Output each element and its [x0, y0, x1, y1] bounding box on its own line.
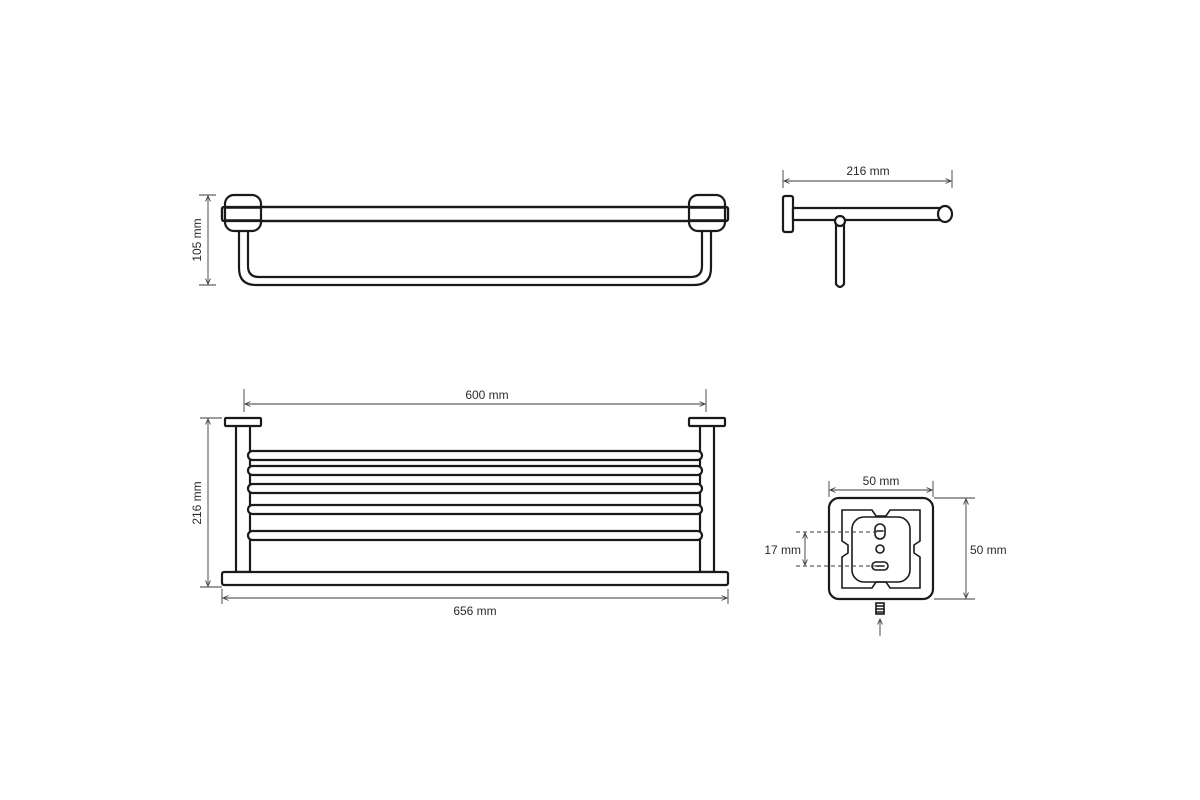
dimension-mount-height-label: 50 mm	[970, 543, 1007, 557]
side-view	[781, 194, 954, 289]
mount-detail-plate	[827, 496, 935, 601]
front-view	[220, 193, 730, 287]
front-view-shelf-rail	[220, 205, 730, 223]
mount-detail-top-slot	[874, 523, 886, 540]
dimension-top-depth: 216 mm	[190, 417, 222, 588]
dimension-mount-hole-spacing: 17 mm	[764, 531, 878, 567]
dimension-side-depth-label: 216 mm	[846, 164, 889, 178]
top-view-right-post-cap	[687, 416, 727, 428]
side-view-wall-plate	[781, 194, 795, 234]
mount-detail	[827, 496, 935, 636]
dimension-side-depth: 216 mm	[782, 164, 953, 188]
dimension-front-height: 105 mm	[190, 194, 216, 286]
mount-detail-bottom-slot	[871, 561, 889, 571]
dimension-top-overall-width: 656 mm	[221, 589, 729, 618]
dimension-mount-width-label: 50 mm	[863, 474, 900, 488]
dimension-top-inner-width: 600 mm	[243, 388, 707, 412]
front-view-right-bracket	[687, 193, 727, 233]
side-view-arm	[791, 206, 952, 222]
dimension-front-height-label: 105 mm	[190, 218, 204, 261]
front-view-towel-bar	[237, 220, 713, 287]
dimension-top-inner-width-label: 600 mm	[465, 388, 508, 402]
front-view-left-bracket	[223, 193, 263, 233]
top-view-left-post-cap	[223, 416, 263, 428]
dimension-top-depth-label: 216 mm	[190, 481, 204, 524]
side-view-hanger	[834, 218, 846, 289]
mount-detail-recess	[841, 509, 921, 589]
mount-detail-grub-screw	[875, 602, 885, 615]
dimension-top-overall-width-label: 656 mm	[453, 604, 496, 618]
dimension-mount-hole-spacing-label: 17 mm	[764, 543, 801, 557]
dimension-mount-width: 50 mm	[828, 474, 934, 497]
mount-detail-inner-plate	[851, 516, 911, 583]
top-view-base-bar	[220, 570, 730, 587]
mount-detail-center-hole	[875, 544, 885, 554]
dimension-mount-height: 50 mm	[934, 497, 1007, 600]
top-view-shelf-bars	[246, 449, 704, 542]
top-view	[220, 416, 730, 587]
side-view-rod-end	[936, 204, 954, 224]
